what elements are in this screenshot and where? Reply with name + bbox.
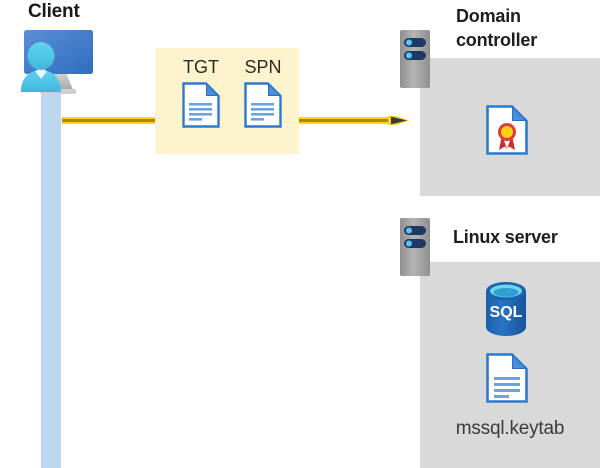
server-rack-icon: [400, 218, 430, 276]
document-icon: [182, 82, 220, 128]
certificate-icon: [486, 105, 528, 155]
keytab-document-icon: [486, 353, 528, 403]
domain-controller-title-line1: Domain: [456, 6, 521, 26]
token-spn-label: SPN: [244, 57, 282, 77]
sql-icon-label: SQL: [490, 304, 523, 321]
token-tgt-label: TGT: [183, 57, 219, 77]
token-exchange-box: TGT SPN: [155, 48, 299, 154]
server-rack-icon: [400, 30, 430, 88]
linux-server-title: Linux server: [453, 227, 558, 247]
token-tgt: TGT: [171, 56, 231, 128]
domain-controller-title-line2: controller: [456, 30, 538, 50]
document-icon: [244, 82, 282, 128]
client-title: Client: [28, 1, 80, 22]
keytab-file-label: mssql.keytab: [455, 418, 565, 439]
client-user-monitor-icon: [4, 26, 96, 98]
sql-database-icon: SQL: [482, 281, 530, 337]
token-spn: SPN: [233, 56, 293, 128]
client-swimlane: [41, 68, 61, 468]
domain-controller-title: Domain controller: [456, 4, 600, 52]
